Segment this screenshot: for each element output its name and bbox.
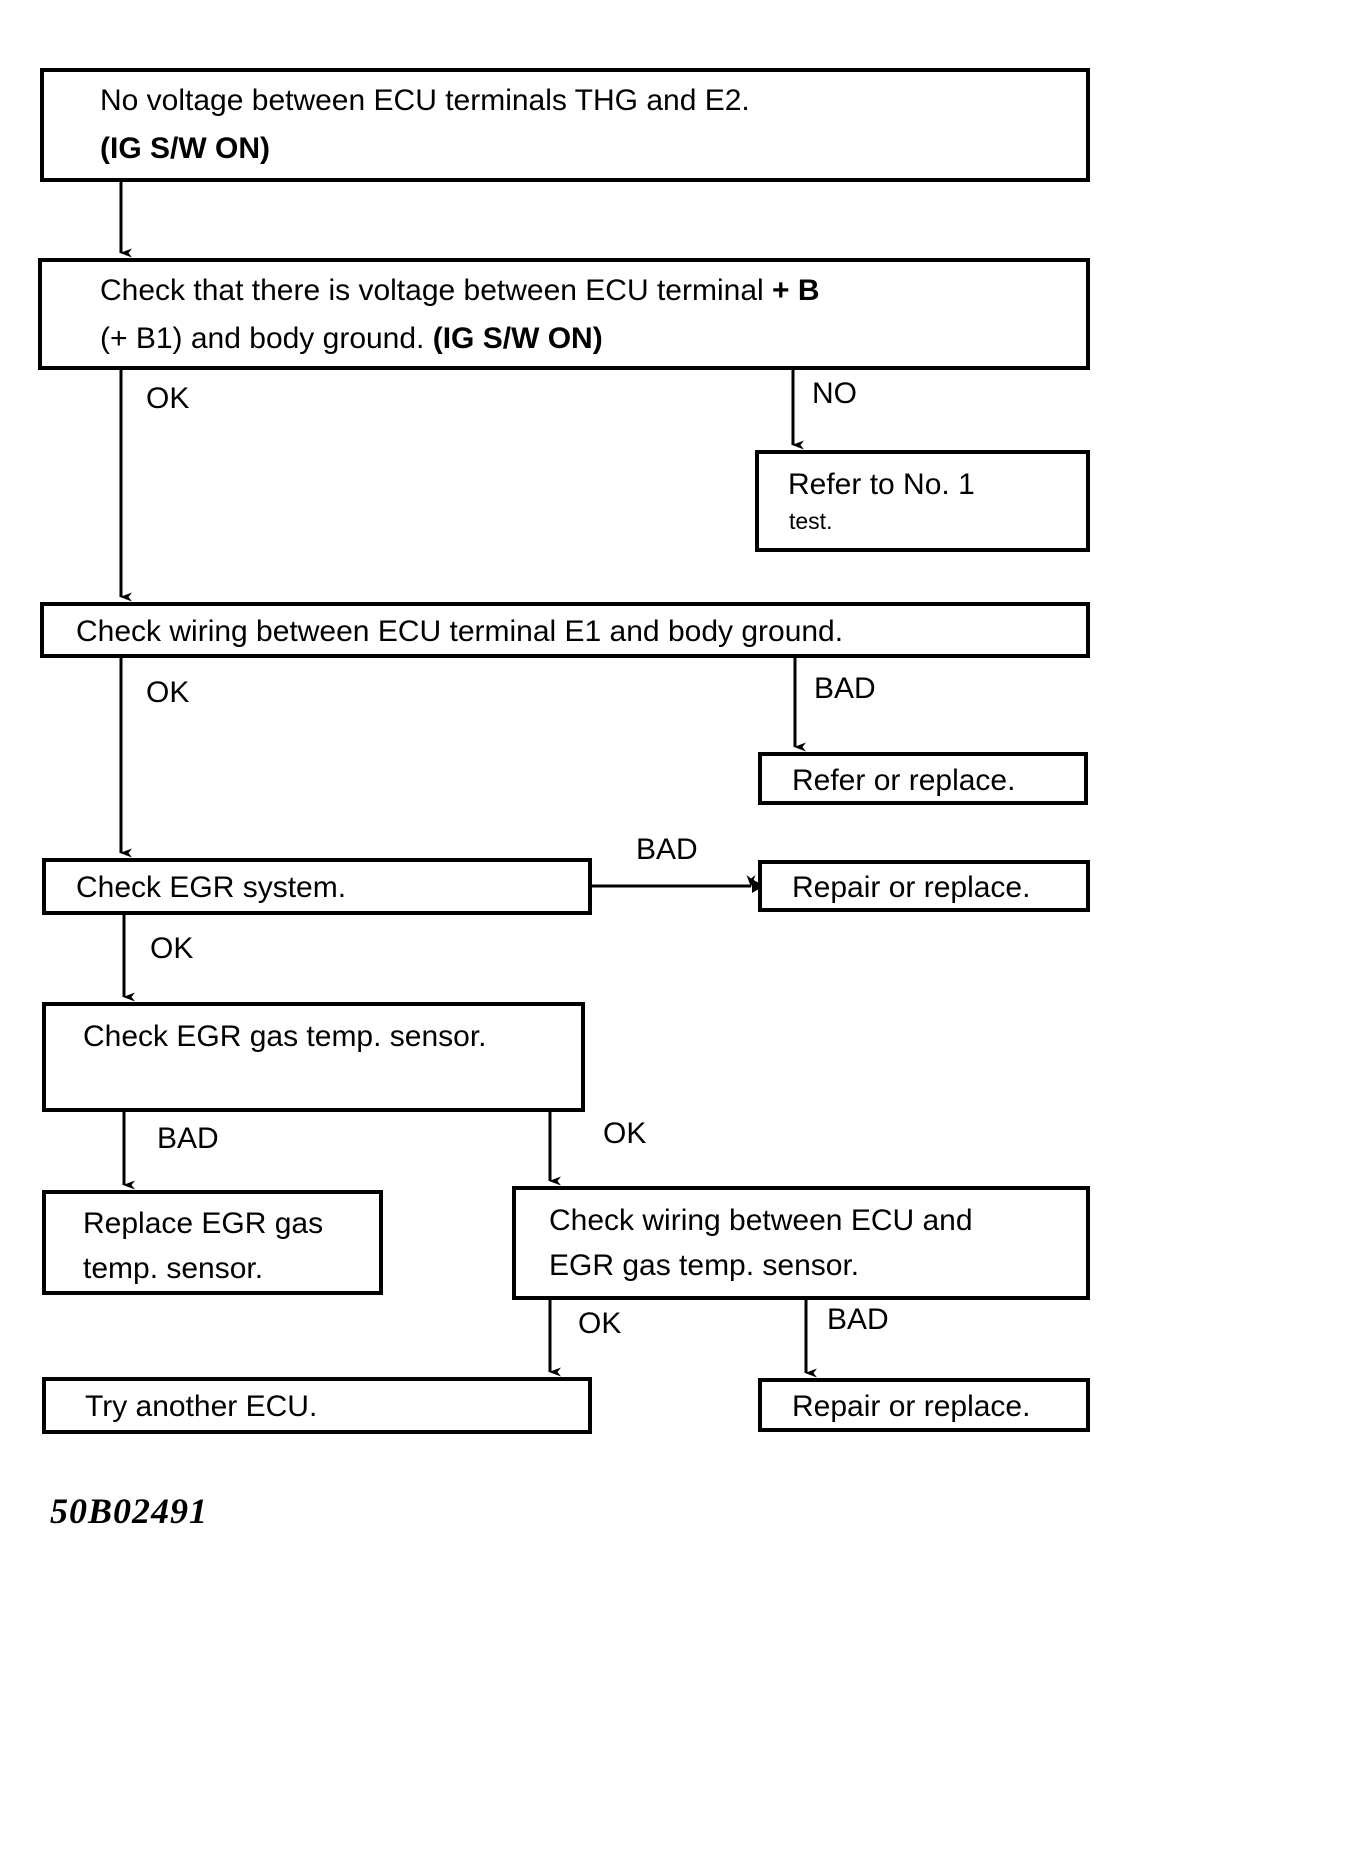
node-refer-or-replace-text: Refer or replace. <box>792 764 1016 797</box>
node-check-e1-wiring-text: Check wiring between ECU terminal E1 and… <box>76 615 844 648</box>
node-try-another-ecu-text: Try another ECU. <box>85 1390 318 1423</box>
node-repair-or-replace-2-text: Repair or replace. <box>792 1390 1031 1423</box>
edge-label-ok-2: OK <box>146 676 190 709</box>
node-check-egr-sensor-box <box>42 1002 585 1112</box>
node-replace-egr-sensor-box <box>42 1190 383 1295</box>
node-check-b-voltage-line2-plain: (+ B1) and body ground. <box>100 322 433 355</box>
node-start-line2: (IG S/W ON) <box>100 132 270 165</box>
node-check-b-voltage-line1: Check that there is voltage between ECU … <box>100 270 1080 313</box>
edge-label-no-1: NO <box>812 377 857 410</box>
figure-code-label: 50B02491 <box>50 1491 209 1531</box>
edge-label-ok-5: OK <box>578 1307 622 1340</box>
node-check-b-voltage-line2: (+ B1) and body ground. (IG S/W ON) <box>100 318 1080 361</box>
node-check-b-voltage-box <box>38 258 1090 370</box>
node-check-ecu-sensor-wiring-box <box>512 1186 1090 1300</box>
edge-label-bad-2: BAD <box>636 833 698 866</box>
node-check-egr-system-text: Check EGR system. <box>76 871 347 904</box>
node-start-box <box>40 68 1090 182</box>
edge-label-bad-1: BAD <box>814 672 876 705</box>
edge-label-ok-4: OK <box>603 1117 647 1150</box>
node-check-e1-wiring-box <box>40 602 1090 658</box>
edge-label-bad-4: BAD <box>827 1303 889 1336</box>
node-replace-egr-sensor-line2: temp. sensor. <box>83 1252 264 1285</box>
node-repair-or-replace-1-text: Repair or replace. <box>792 871 1031 904</box>
node-start-line1: No voltage between ECU terminals THG and… <box>100 84 750 117</box>
node-check-b-voltage-line1-bold: + B <box>772 274 820 307</box>
edge-label-ok-1: OK <box>146 382 190 415</box>
node-try-another-ecu-box <box>42 1377 592 1434</box>
node-refer-no1-line1: Refer to No. 1 <box>788 468 975 501</box>
node-check-ecu-sensor-wiring-line2: EGR gas temp. sensor. <box>549 1249 860 1282</box>
edge-label-bad-3: BAD <box>157 1122 219 1155</box>
node-replace-egr-sensor-line1: Replace EGR gas <box>83 1207 324 1240</box>
node-refer-no1-box <box>755 450 1090 552</box>
node-check-b-voltage-line1-plain: Check that there is voltage between ECU … <box>100 274 772 307</box>
node-check-egr-system-box <box>42 858 592 915</box>
node-refer-or-replace-box <box>758 752 1088 805</box>
node-repair-or-replace-1-box <box>758 860 1090 912</box>
node-repair-or-replace-2-box <box>758 1378 1090 1432</box>
node-check-egr-sensor-text: Check EGR gas temp. sensor. <box>83 1020 487 1053</box>
node-check-ecu-sensor-wiring-line1: Check wiring between ECU and <box>549 1204 973 1237</box>
node-check-b-voltage-line2-bold: (IG S/W ON) <box>432 322 603 355</box>
node-refer-no1-line2: test. <box>789 508 833 534</box>
edge-label-ok-3: OK <box>150 932 194 965</box>
